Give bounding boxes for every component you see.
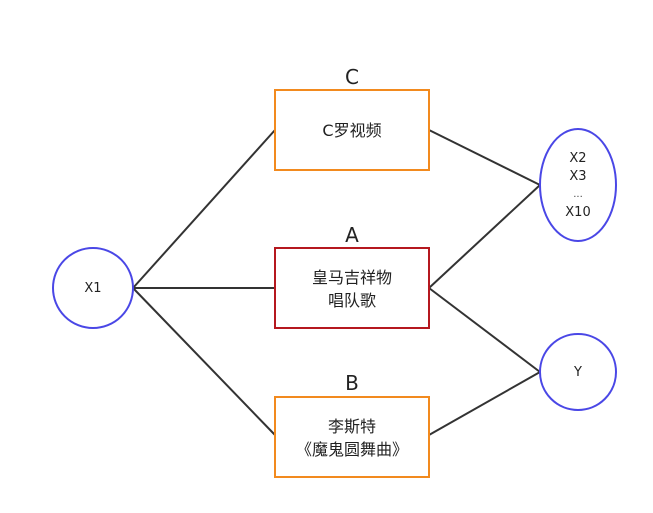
node-x1-shape xyxy=(52,247,134,329)
node-x2-group[interactable]: X2 X3 ... X10 xyxy=(539,128,617,242)
node-y[interactable]: Y xyxy=(539,333,617,411)
node-b[interactable]: B 李斯特 《魔鬼圆舞曲》 xyxy=(274,371,430,478)
edge-x1-c xyxy=(132,129,276,289)
edge-a-x2 xyxy=(428,184,541,289)
node-b-line-1: 李斯特 xyxy=(328,417,376,436)
edge-a-y xyxy=(428,287,541,373)
node-a-letter: A xyxy=(345,223,359,247)
node-x2-group-line-1: X2 xyxy=(569,151,586,166)
node-c-box xyxy=(274,89,430,171)
node-a-line-2: 唱队歌 xyxy=(328,291,376,310)
node-c[interactable]: C C罗视频 xyxy=(274,65,430,171)
node-x2-group-line-2: X3 xyxy=(569,169,586,184)
node-c-letter: C xyxy=(345,65,359,89)
node-b-letter: B xyxy=(345,371,359,395)
edge-c-x2 xyxy=(428,129,541,186)
node-x2-group-line-3: ... xyxy=(573,189,583,200)
node-x2-group-shape xyxy=(539,128,617,242)
node-a-box xyxy=(274,247,430,329)
edge-b-y xyxy=(428,371,541,436)
node-x1[interactable]: X1 xyxy=(52,247,134,329)
node-y-label: Y xyxy=(573,365,582,380)
node-x2-group-line-4: X10 xyxy=(565,205,590,220)
node-b-line-2: 《魔鬼圆舞曲》 xyxy=(296,440,408,459)
node-a[interactable]: A 皇马吉祥物 唱队歌 xyxy=(274,223,430,329)
edges xyxy=(132,129,541,436)
node-x1-label: X1 xyxy=(84,281,101,296)
node-a-line-1: 皇马吉祥物 xyxy=(312,268,392,287)
node-b-box xyxy=(274,396,430,478)
edge-x1-b xyxy=(132,287,276,436)
node-c-line-1: C罗视频 xyxy=(322,121,381,140)
node-y-shape xyxy=(539,333,617,411)
